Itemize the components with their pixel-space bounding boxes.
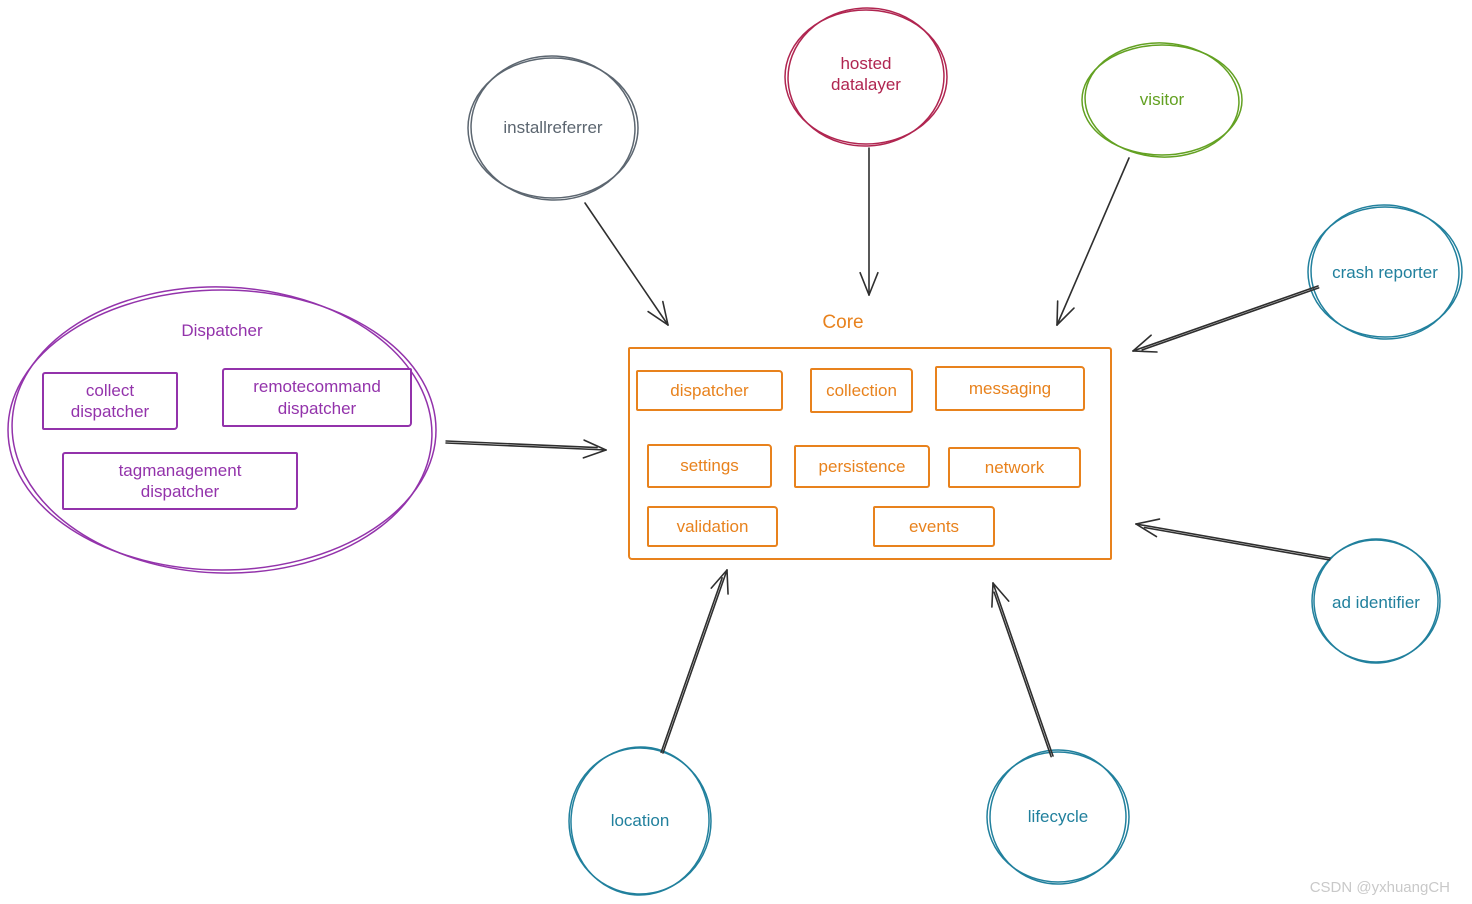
location-ellipse (568, 746, 712, 896)
ad-identifier-ellipse (1311, 538, 1441, 664)
dispatcher-tagmanagement-box: tagmanagement dispatcher (62, 452, 298, 510)
core-module-settings: settings (647, 444, 772, 488)
arrow-hosted-datalayer-to-core (859, 147, 879, 296)
lifecycle-label: lifecycle (1027, 807, 1089, 827)
arrow-ad-identifier-to-core (1135, 518, 1331, 561)
visitor-ellipse (1081, 42, 1243, 158)
core-module-messaging: messaging (935, 366, 1085, 411)
installreferrer-label: installreferrer (503, 118, 603, 138)
arrow-crash-reporter-to-core (1132, 285, 1320, 353)
hosted-datalayer-ellipse (784, 7, 948, 147)
core-module-validation: validation (647, 506, 778, 547)
core-module-persistence: persistence (794, 445, 930, 488)
dispatcher-remotecommand-box: remotecommand dispatcher (222, 368, 412, 427)
core-title: Core (822, 312, 864, 334)
dispatcher-group-title: Dispatcher (181, 321, 263, 341)
installreferrer-ellipse (467, 55, 639, 201)
core-box (628, 347, 1112, 560)
arrow-location-to-core (660, 569, 729, 754)
arrow-installreferrer-to-core (584, 202, 669, 326)
core-module-network: network (948, 447, 1081, 488)
dispatcher-group-ellipse (7, 286, 437, 574)
arrow-lifecycle-to-core (991, 582, 1054, 758)
core-module-collection: collection (810, 368, 913, 413)
watermark: CSDN @yxhuangCH (1309, 879, 1450, 896)
lifecycle-ellipse (986, 749, 1130, 885)
visitor-label: visitor (1139, 90, 1185, 110)
arrow-dispatcher-group-to-core (445, 439, 607, 459)
crash-reporter-label: crash reporter (1332, 263, 1438, 283)
dispatcher-collect-box: collect dispatcher (42, 372, 178, 430)
location-label: location (610, 811, 670, 831)
ad-identifier-label: ad identifier (1332, 593, 1420, 613)
core-module-dispatcher: dispatcher (636, 370, 783, 411)
core-module-events: events (873, 506, 995, 547)
crash-reporter-ellipse (1307, 204, 1463, 340)
arrow-visitor-to-core (1056, 157, 1130, 326)
hosted-datalayer-label: hosted datalayer (831, 53, 901, 94)
